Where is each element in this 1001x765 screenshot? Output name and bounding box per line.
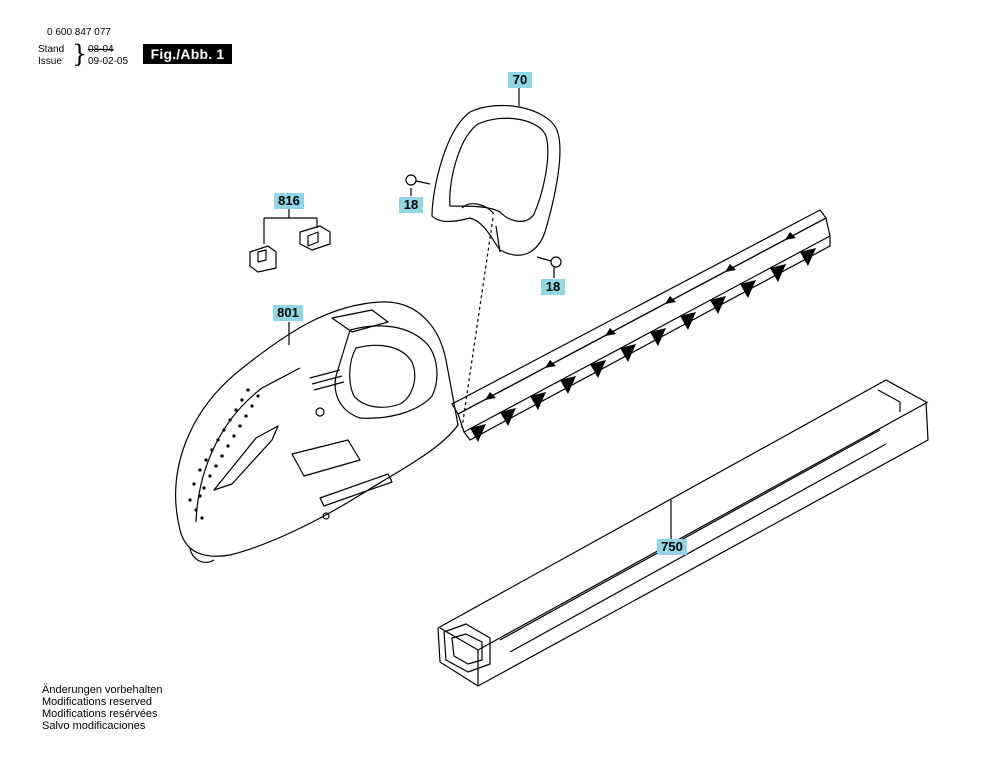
- hand-guard-70: [431, 104, 561, 256]
- callout-70: 70: [508, 72, 532, 88]
- modification-notes: Änderungen vorbehalten Modifications res…: [42, 684, 162, 732]
- stand-label: Stand: [38, 44, 65, 55]
- handle-opening: [334, 325, 438, 419]
- blade-bar: [451, 209, 827, 415]
- housing-801: [175, 301, 459, 557]
- issue-label: Issue: [38, 56, 62, 67]
- callout-18-top: 18: [399, 197, 423, 213]
- switch-part-816a: [249, 245, 277, 273]
- blade-teeth: [470, 232, 816, 442]
- brace-symbol: }: [72, 40, 88, 68]
- callout-750: 750: [657, 539, 687, 555]
- new-date: 09-02-05: [88, 56, 129, 67]
- old-date: 08-04: [88, 44, 114, 55]
- note-en: Modifications reserved: [42, 696, 153, 708]
- note-de: Änderungen vorbehalten: [42, 684, 163, 696]
- callout-18-bottom: 18: [541, 279, 565, 295]
- vent-dots: [188, 388, 260, 520]
- note-fr: Modifications resérvées: [42, 708, 158, 720]
- callout-801: 801: [273, 305, 303, 321]
- part-number: 0 600 847 077: [47, 27, 111, 38]
- figure-label: Fig./Abb. 1: [143, 44, 232, 64]
- callout-816: 816: [274, 193, 304, 209]
- blade-guard-750: [437, 379, 929, 687]
- note-es: Salvo modificaciones: [42, 720, 146, 732]
- switch-part-816b: [299, 225, 331, 251]
